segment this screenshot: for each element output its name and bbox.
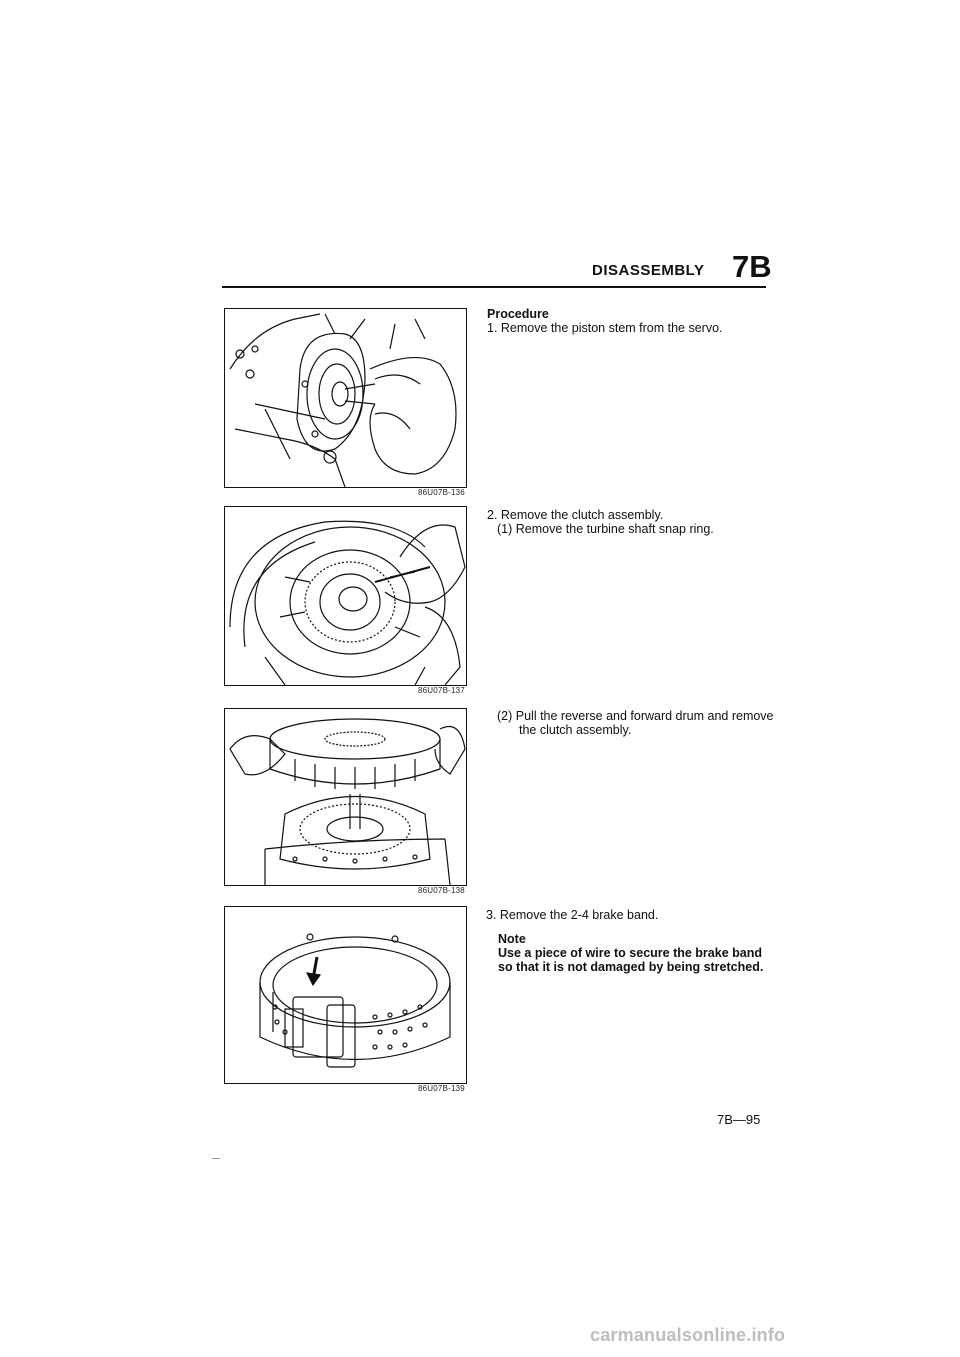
watermark: carmanualsonline.info — [590, 1325, 786, 1345]
margin-tick — [212, 1158, 220, 1159]
figure-id: 86U07B-139 — [418, 1084, 465, 1093]
figure-brake-band — [224, 906, 467, 1084]
figure-id: 86U07B-138 — [418, 886, 465, 895]
turbine-shaft-snap-ring-illustration-icon — [229, 520, 466, 685]
figure-turbine-snap-ring — [224, 506, 467, 686]
step-2-2-line1: (2) Pull the reverse and forward drum an… — [497, 709, 774, 723]
procedure-heading: Procedure — [487, 307, 549, 321]
step-1: 1. Remove the piston stem from the servo… — [487, 321, 723, 335]
step-2-1: (1) Remove the turbine shaft snap ring. — [497, 522, 714, 536]
servo-piston-stem-illustration-icon — [229, 313, 457, 487]
clutch-assembly-removal-illustration-icon — [229, 718, 466, 885]
section-title: DISASSEMBLY — [592, 262, 705, 279]
note-line-2: so that it is not damaged by being stret… — [498, 960, 764, 974]
figure-id: 86U07B-136 — [418, 488, 465, 497]
figure-id: 86U07B-137 — [418, 686, 465, 695]
note-heading: Note — [498, 932, 526, 946]
section-number: 7B — [732, 249, 772, 284]
step-3: 3. Remove the 2-4 brake band. — [486, 908, 659, 922]
brake-band-illustration-icon — [259, 933, 451, 1068]
step-2: 2. Remove the clutch assembly. — [487, 508, 664, 522]
page-number: 7B—95 — [717, 1112, 761, 1127]
header-rule — [222, 286, 766, 288]
step-2-2-line2: the clutch assembly. — [519, 723, 632, 737]
figure-clutch-removal — [224, 708, 467, 886]
figure-servo-piston-stem — [224, 308, 467, 488]
note-line-1: Use a piece of wire to secure the brake … — [498, 946, 762, 960]
